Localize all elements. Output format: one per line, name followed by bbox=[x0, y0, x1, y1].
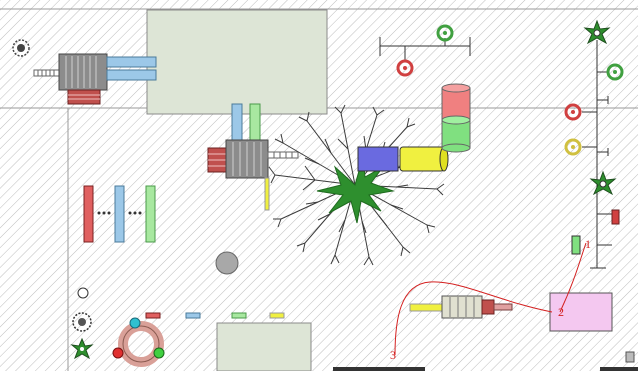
marker-1: 1 bbox=[585, 237, 591, 251]
sensor-box bbox=[571, 235, 581, 255]
tank-group bbox=[357, 83, 471, 172]
annotation-line-2-3 bbox=[394, 281, 553, 356]
marker-3: 3 bbox=[390, 348, 396, 362]
ring-mixer bbox=[112, 317, 165, 367]
machine-top-left bbox=[33, 53, 157, 105]
gear-icon-bottom-left bbox=[72, 312, 92, 332]
marker-2: 2 bbox=[558, 305, 564, 319]
tree-diagram bbox=[268, 104, 445, 266]
room-top bbox=[146, 9, 328, 115]
leaf-icon-bottom-left bbox=[70, 337, 94, 360]
feed-machine bbox=[409, 295, 513, 319]
gear-icon-right-mid bbox=[589, 170, 617, 196]
valve-rail-top bbox=[379, 24, 471, 77]
dash-markers bbox=[145, 312, 285, 319]
valve-rail-right bbox=[564, 40, 624, 269]
gear-icon-top-left bbox=[12, 39, 30, 57]
vertical-bars bbox=[83, 185, 156, 243]
corner-box bbox=[625, 351, 635, 363]
annotation-line-1-2 bbox=[559, 242, 587, 313]
bottom-bar-center bbox=[333, 367, 425, 371]
bottom-bar-right bbox=[600, 367, 638, 371]
gray-disc bbox=[215, 251, 239, 275]
small-circle bbox=[77, 287, 89, 299]
gear-icon-right-top bbox=[583, 19, 611, 45]
machine-center bbox=[207, 103, 299, 211]
room-bottom bbox=[216, 322, 312, 371]
